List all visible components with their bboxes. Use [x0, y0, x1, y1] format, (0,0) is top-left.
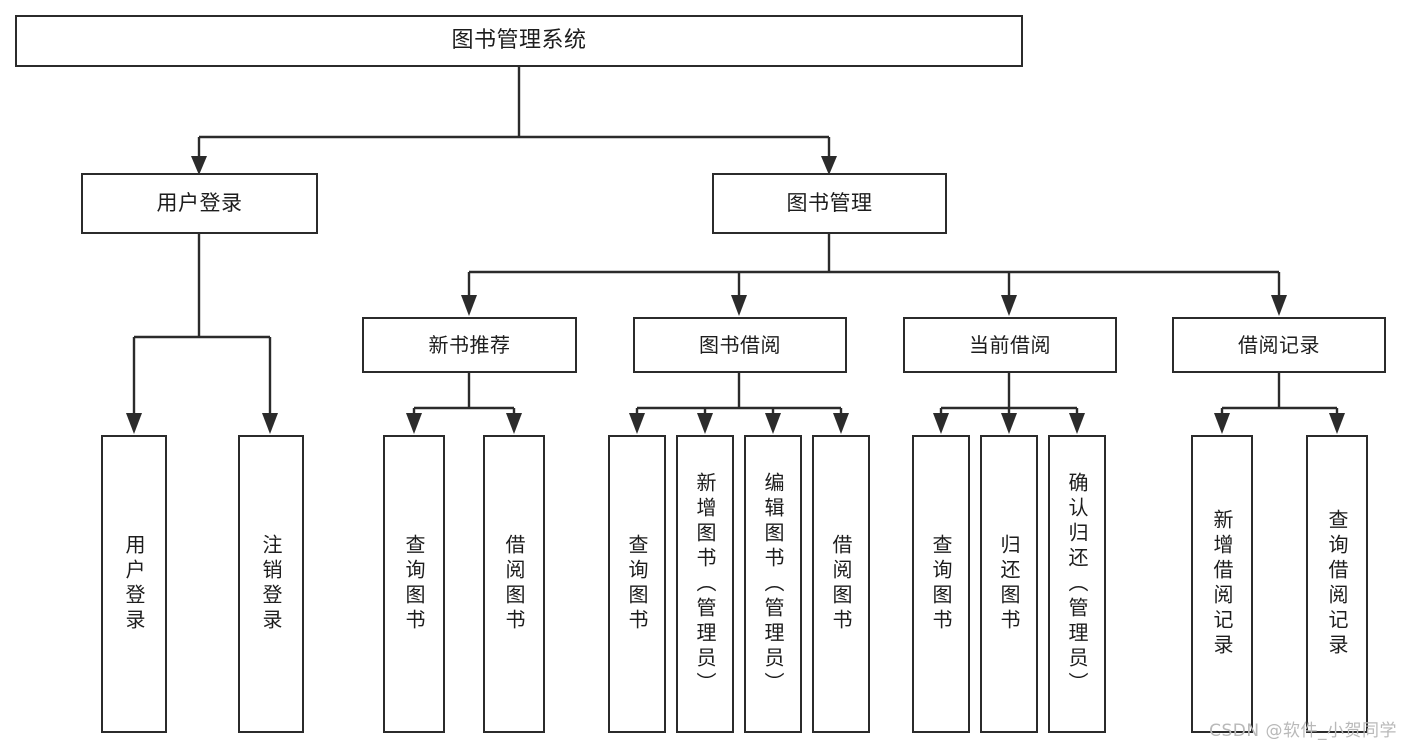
- arrow-user-login-leaf1: [126, 413, 142, 434]
- arrow-group1-leaf2: [506, 413, 522, 434]
- leaf-record-add-borrow-record[interactable]: 新增借阅记录: [1191, 435, 1253, 733]
- node-label: 借阅图书: [829, 534, 853, 634]
- node-label: 新增借阅记录: [1210, 509, 1234, 659]
- node-user-login[interactable]: 用户登录: [81, 173, 318, 234]
- node-group-current-borrow[interactable]: 当前借阅: [903, 317, 1117, 373]
- arrow-group1-leaf1: [406, 413, 422, 434]
- node-label: 查询图书: [625, 534, 649, 634]
- leaf-recommend-query-book[interactable]: 查询图书: [383, 435, 445, 733]
- leaf-current-confirm-return-admin[interactable]: 确认归还（管理员）: [1048, 435, 1106, 733]
- node-label: 归还图书: [997, 534, 1021, 634]
- node-label: 查询图书: [402, 534, 426, 634]
- leaf-borrow-borrow-book[interactable]: 借阅图书: [812, 435, 870, 733]
- arrow-to-group-4: [1271, 295, 1287, 316]
- node-label: 借阅记录: [1238, 333, 1320, 357]
- node-label: 新书推荐: [428, 333, 511, 357]
- arrow-group2-leaf1: [629, 413, 645, 434]
- arrow-to-group-2: [731, 295, 747, 316]
- node-label: 用户登录: [156, 190, 243, 215]
- leaf-recommend-borrow-book[interactable]: 借阅图书: [483, 435, 545, 733]
- node-label: 图书管理: [786, 190, 873, 215]
- csdn-watermark: CSDN @软件_小贺同学: [1209, 721, 1397, 741]
- arrow-group3-leaf3: [1069, 413, 1085, 434]
- leaf-current-return-book[interactable]: 归还图书: [980, 435, 1038, 733]
- node-label: 查询借阅记录: [1325, 509, 1349, 659]
- node-label: 用户登录: [122, 534, 146, 634]
- arrow-to-group-1: [461, 295, 477, 316]
- node-label: 确认归还（管理员）: [1065, 471, 1089, 697]
- arrow-group3-leaf2: [1001, 413, 1017, 434]
- node-group-book-borrow[interactable]: 图书借阅: [633, 317, 847, 373]
- arrow-group4-leaf2: [1329, 413, 1345, 434]
- node-group-borrow-record[interactable]: 借阅记录: [1172, 317, 1386, 373]
- node-label: 新增图书（管理员）: [693, 471, 717, 697]
- node-label: 图书管理系统: [451, 27, 587, 53]
- arrow-group2-leaf3: [765, 413, 781, 434]
- leaf-record-query-borrow-record[interactable]: 查询借阅记录: [1306, 435, 1368, 733]
- leaf-borrow-query-book[interactable]: 查询图书: [608, 435, 666, 733]
- node-root-system[interactable]: 图书管理系统: [15, 15, 1023, 67]
- node-label: 注销登录: [259, 534, 283, 634]
- node-label: 查询图书: [929, 534, 953, 634]
- leaf-user-login[interactable]: 用户登录: [101, 435, 167, 733]
- leaf-user-logout[interactable]: 注销登录: [238, 435, 304, 733]
- node-label: 图书借阅: [699, 333, 781, 357]
- arrow-group4-leaf1: [1214, 413, 1230, 434]
- leaf-borrow-add-book-admin[interactable]: 新增图书（管理员）: [676, 435, 734, 733]
- arrow-group2-leaf4: [833, 413, 849, 434]
- leaf-borrow-edit-book-admin[interactable]: 编辑图书（管理员）: [744, 435, 802, 733]
- leaf-current-query-book[interactable]: 查询图书: [912, 435, 970, 733]
- node-group-new-book-recommend[interactable]: 新书推荐: [362, 317, 577, 373]
- node-label: 编辑图书（管理员）: [761, 471, 785, 697]
- arrow-to-group-3: [1001, 295, 1017, 316]
- arrow-group3-leaf1: [933, 413, 949, 434]
- arrow-user-login-leaf2: [262, 413, 278, 434]
- node-label: 借阅图书: [502, 534, 526, 634]
- node-book-management[interactable]: 图书管理: [712, 173, 947, 234]
- node-label: 当前借阅: [969, 333, 1051, 357]
- arrow-group2-leaf2: [697, 413, 713, 434]
